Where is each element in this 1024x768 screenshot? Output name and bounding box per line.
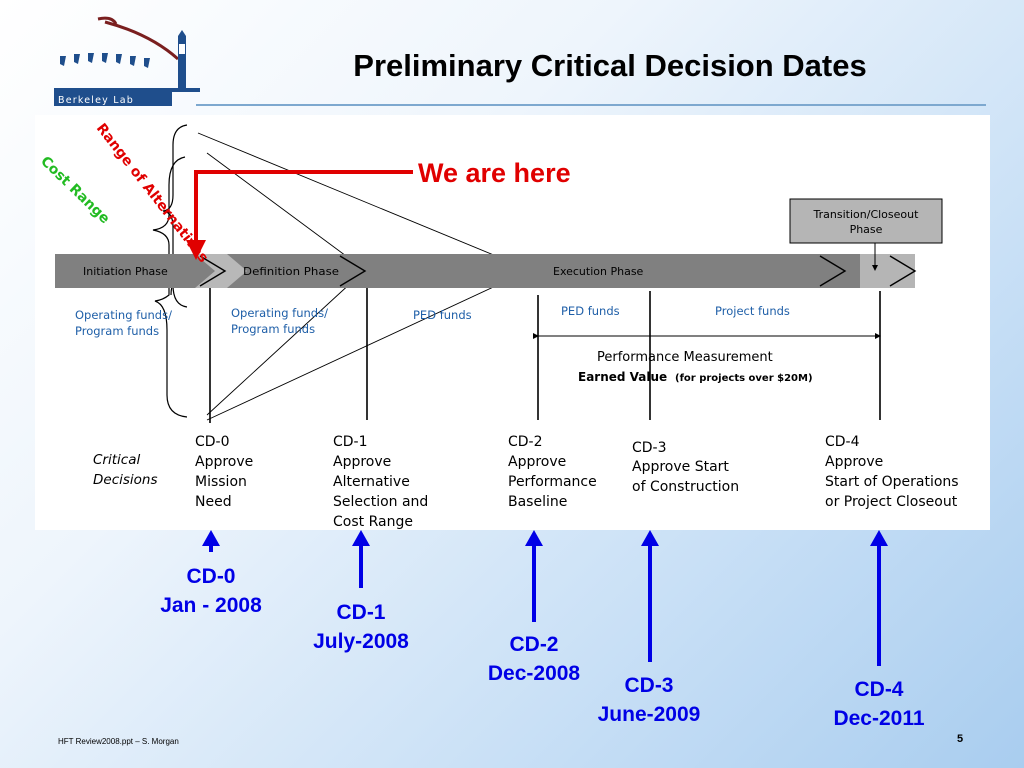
funds-label-op2-line2: Program funds: [231, 322, 315, 336]
milestone-date: June-2009: [597, 703, 701, 726]
cd1-line: Cost Range: [333, 514, 413, 530]
svg-text:Earned Value (for projec: Earned Value (for projects over $20M): [578, 370, 813, 384]
cd0-line: CD-0: [195, 434, 230, 450]
we-are-here-arrowhead: [186, 240, 206, 260]
cd4-description: CD-4 Approve Start of Operations or Proj…: [825, 434, 959, 510]
transition-phase-line2: Phase: [850, 223, 883, 236]
cd4-line: Approve: [825, 454, 883, 470]
page-title: Preliminary Critical Decision Dates: [353, 48, 867, 83]
transition-phase-line1: Transition/Closeout: [813, 208, 920, 221]
cost-range-text: Cost Range: [37, 153, 113, 227]
milestone-date: July-2008: [313, 630, 409, 653]
performance-measurement-label: Performance Measurement: [597, 350, 773, 365]
cd3-line: Approve Start: [632, 459, 729, 475]
milestone-arrow-cd2: [525, 530, 543, 622]
berkeley-lab-logo: Berkeley Lab: [50, 14, 200, 108]
phase-bar: [55, 254, 915, 288]
milestone-cd2: CD-2 Dec-2008: [463, 630, 605, 688]
cd3-line: of Construction: [632, 479, 739, 495]
funds-label-op2-line1: Operating funds/: [231, 306, 328, 320]
cd2-description: CD-2 Approve Performance Baseline: [508, 434, 597, 510]
title-divider: [196, 104, 986, 106]
funds-label-project: Project funds: [715, 304, 790, 318]
funds-label-ped2: PED funds: [561, 304, 620, 318]
transition-phase-box: [789, 198, 943, 244]
milestone-date: Dec-2008: [487, 662, 581, 685]
cost-range-brace: [152, 156, 186, 275]
definition-phase-label: Definition Phase: [243, 265, 339, 278]
we-are-here-arrow: [194, 170, 413, 248]
critical-decisions-line2: Decisions: [93, 472, 158, 488]
cd2-line: CD-2: [508, 434, 543, 450]
footer-text: HFT Review2008.ppt – S. Morgan: [58, 737, 179, 746]
cd0-line: Approve: [195, 454, 253, 470]
milestone-cd3: CD-3 June-2009: [578, 671, 720, 729]
cd0-description: CD-0 Approve Mission Need: [195, 434, 253, 510]
cd2-line: Baseline: [508, 494, 567, 510]
cd0-line: Mission: [195, 474, 247, 490]
cd1-description: CD-1 Approve Alternative Selection and C…: [333, 434, 428, 530]
milestone-arrow-cd0: [202, 530, 220, 552]
milestone-cd-label: CD-2: [509, 633, 559, 656]
lower-brace: [154, 275, 188, 418]
logo-text: Berkeley Lab: [58, 95, 134, 106]
page-number: 5: [957, 733, 964, 745]
cd4-line: CD-4: [825, 434, 860, 450]
we-are-here-label: We are here: [418, 158, 571, 188]
cd3-line: CD-3: [632, 440, 667, 456]
cd2-line: Approve: [508, 454, 566, 470]
milestone-cd-label: CD-1: [336, 601, 386, 624]
milestone-cd4: CD-4 Dec-2011: [808, 675, 950, 733]
funds-label-op1-line2: Program funds: [75, 324, 159, 338]
critical-decisions-line1: Critical: [93, 452, 140, 468]
cd1-line: Selection and: [333, 494, 428, 510]
milestone-cd-label: CD-4: [854, 678, 904, 701]
cd4-line: Start of Operations: [825, 474, 959, 490]
earned-value-note: (for projects over $20M): [675, 373, 813, 384]
milestone-cd-label: CD-0: [186, 565, 236, 588]
cd4-line: or Project Closeout: [825, 494, 958, 510]
cd1-line: Approve: [333, 454, 391, 470]
cd2-line: Performance: [508, 474, 597, 490]
cd0-line: Need: [195, 494, 232, 510]
initiation-phase-label: Initiation Phase: [83, 265, 168, 278]
milestone-date: Jan - 2008: [160, 594, 262, 617]
cd1-line: Alternative: [333, 474, 410, 490]
earned-value-label: Earned Value: [578, 370, 667, 384]
milestone-arrow-cd3: [641, 530, 659, 662]
cd1-line: CD-1: [333, 434, 368, 450]
milestone-cd1: CD-1 July-2008: [290, 598, 432, 656]
cost-range-label: Cost Range: [37, 153, 113, 227]
alternatives-brace: [162, 124, 188, 308]
milestone-arrow-cd1: [352, 530, 370, 588]
milestone-cd0: CD-0 Jan - 2008: [140, 562, 282, 620]
milestone-date: Dec-2011: [833, 707, 925, 730]
funds-label-ped1: PED funds: [413, 308, 472, 322]
execution-phase-label: Execution Phase: [553, 265, 644, 278]
milestone-arrow-cd4: [870, 530, 888, 666]
transition-bar-segment: [860, 254, 915, 288]
funds-label-op1-line1: Operating funds/: [75, 308, 172, 322]
milestone-cd-label: CD-3: [624, 674, 674, 697]
cd3-description: CD-3 Approve Start of Construction: [632, 440, 739, 495]
